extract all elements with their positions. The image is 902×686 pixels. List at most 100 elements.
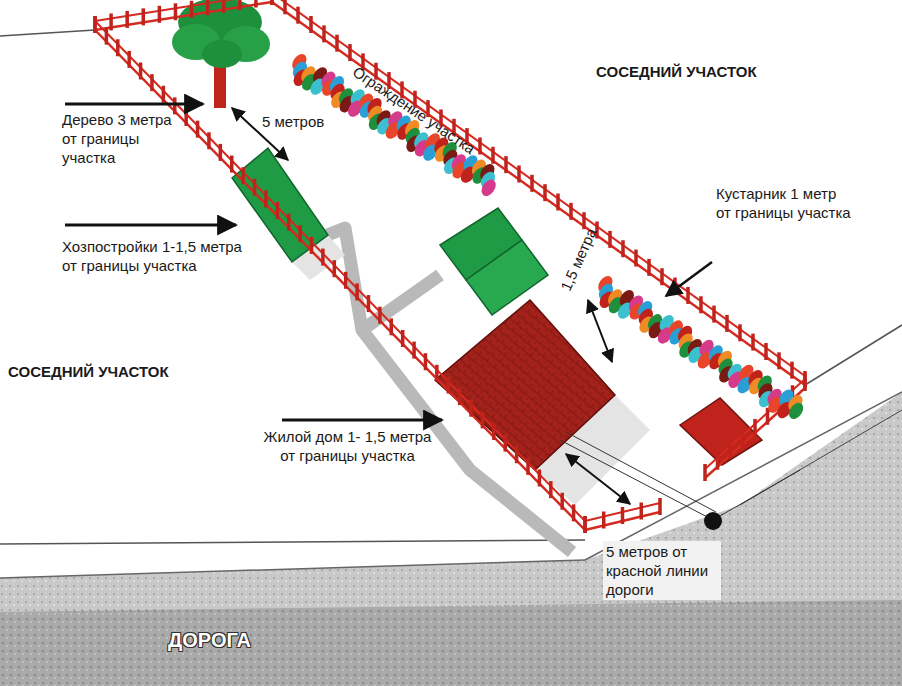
fence-post <box>424 353 428 370</box>
label: 5 метров от красной линии дороги <box>603 541 721 600</box>
fence-post <box>435 365 439 382</box>
fence-post <box>333 260 337 277</box>
label: Дерево 3 метра от границы участка <box>62 110 172 167</box>
outbuilding <box>466 240 548 315</box>
fence-post <box>658 498 662 515</box>
fence-post <box>478 137 482 154</box>
fence-post <box>222 0 226 13</box>
fence-post <box>503 435 507 452</box>
fence-post <box>348 44 352 61</box>
dimension-arrow <box>588 300 612 362</box>
fence-post <box>321 249 325 266</box>
label: СОСЕДНИЙ УЧАСТОК <box>8 362 208 381</box>
fence-post <box>253 179 257 196</box>
fence-post <box>621 240 625 257</box>
utility-line <box>566 432 716 512</box>
fence-post <box>712 306 716 323</box>
fence-post <box>458 388 462 405</box>
label: Жилой дом 1- 1,5 метра от границы участк… <box>255 427 440 465</box>
fence-post <box>105 28 109 45</box>
fence-post <box>174 3 178 20</box>
utility-line <box>713 470 800 520</box>
fence-post <box>150 74 154 91</box>
fence-post <box>287 214 291 231</box>
fence-rail <box>705 388 805 478</box>
fence-post <box>560 493 564 510</box>
fence-post <box>367 295 371 312</box>
fence-post <box>158 6 162 23</box>
fence-post <box>254 0 258 8</box>
shrub <box>786 400 806 422</box>
label: Хозпостройки 1-1,5 метра от границы учас… <box>62 237 252 275</box>
fence-post <box>660 268 664 285</box>
fence-post <box>230 156 234 173</box>
boundary-line <box>805 325 902 385</box>
fence-post <box>538 469 542 486</box>
shrubs <box>289 51 806 421</box>
fence-post <box>310 237 314 254</box>
label: 5 метров <box>262 112 342 131</box>
fence-post <box>270 0 274 5</box>
fence-post <box>173 97 177 114</box>
fence-post <box>741 430 745 447</box>
label: Кустарник 1 метр от границы участка <box>716 184 851 222</box>
fence-post <box>344 272 348 289</box>
fence-post <box>207 132 211 149</box>
fence-post <box>621 507 625 524</box>
fence-post <box>517 165 521 182</box>
fence-post <box>543 184 547 201</box>
fence-post <box>378 307 382 324</box>
fence-post <box>583 516 587 533</box>
fence-post <box>492 423 496 440</box>
fence-post <box>777 352 781 369</box>
fence-post <box>276 202 280 219</box>
fence-post <box>238 0 242 10</box>
boundary-line <box>0 540 585 544</box>
fence-post <box>184 109 188 126</box>
house <box>435 300 615 470</box>
fence-post <box>481 411 485 428</box>
fence-post <box>355 283 359 300</box>
leader-arrow <box>65 224 236 227</box>
fence-post <box>296 7 300 24</box>
fence-post <box>298 225 302 242</box>
fence-post <box>647 259 651 276</box>
fence-post <box>583 516 587 533</box>
fence-post <box>335 35 339 52</box>
fence-post <box>738 324 742 341</box>
fence-post <box>569 203 573 220</box>
fence-post <box>401 330 405 347</box>
shrub <box>479 177 499 199</box>
fence-post <box>491 147 495 164</box>
fence-post <box>142 8 146 25</box>
fence-post <box>241 167 245 184</box>
fence-post <box>549 481 553 498</box>
road-edge <box>0 560 585 578</box>
fence-post <box>602 512 606 529</box>
fence-post <box>139 63 143 80</box>
fence-post <box>469 400 473 417</box>
fence-post <box>93 16 97 33</box>
fence-post <box>125 11 129 28</box>
fence-post <box>703 464 707 481</box>
label: СОСЕДНИЙ УЧАСТОК <box>596 62 796 81</box>
fence-post <box>526 458 530 475</box>
leader-arrow <box>65 103 203 106</box>
fence-post <box>109 13 113 30</box>
fence-post <box>790 362 794 379</box>
fence-post <box>803 374 807 391</box>
fence-post <box>608 231 612 248</box>
fence-post <box>206 0 210 15</box>
fence-post <box>725 315 729 332</box>
fence-post <box>127 51 131 68</box>
label: ДОРОГА <box>168 628 318 652</box>
fence-post <box>504 156 508 173</box>
fence-post <box>283 0 287 14</box>
boundary-line <box>0 30 95 36</box>
utility-line <box>560 440 713 520</box>
pole <box>704 512 722 530</box>
fence-post <box>556 194 560 211</box>
fence-post <box>751 334 755 351</box>
fence-post <box>728 442 732 459</box>
fence-post <box>753 419 757 436</box>
